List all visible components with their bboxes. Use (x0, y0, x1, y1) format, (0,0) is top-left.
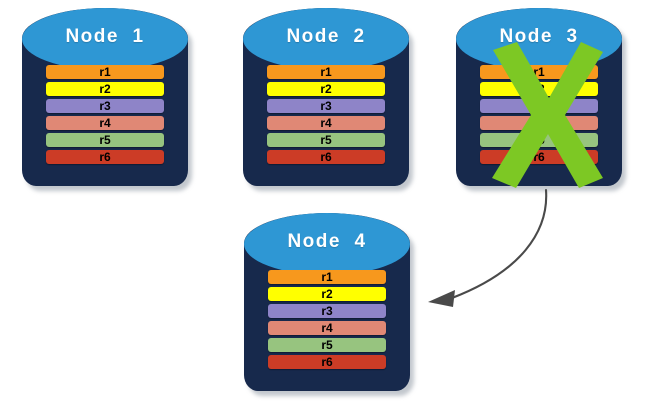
node-2-row-r2[interactable]: r2 (267, 82, 385, 96)
node-1[interactable]: Node 1 r1 r2 r3 r4 r5 r6 (22, 8, 192, 191)
node-2[interactable]: Node 2 r1 r2 r3 r4 r5 r6 (243, 8, 413, 191)
node-3-row-r3[interactable]: r3 (480, 99, 598, 113)
node-3[interactable]: Node 3 r1 r2 r3 r4 r5 r6 (456, 8, 626, 191)
node-4-row-r2[interactable]: r2 (268, 287, 386, 301)
node-2-label: Node 2 (286, 26, 366, 47)
node-4-row-r3[interactable]: r3 (268, 304, 386, 318)
node-3-rows: r1 r2 r3 r4 r5 r6 (456, 65, 622, 164)
node-1-row-r3[interactable]: r3 (46, 99, 164, 113)
node-4-label: Node 4 (287, 231, 367, 252)
node-3-row-r1[interactable]: r1 (480, 65, 598, 79)
node-1-row-r2[interactable]: r2 (46, 82, 164, 96)
node-4[interactable]: Node 4 r1 r2 r3 r4 r5 r6 (244, 213, 414, 396)
node-2-row-r6[interactable]: r6 (267, 150, 385, 164)
arrow-head-icon (428, 290, 455, 307)
node-3-row-r6[interactable]: r6 (480, 150, 598, 164)
node-1-row-r5[interactable]: r5 (46, 133, 164, 147)
node-4-row-r1[interactable]: r1 (268, 270, 386, 284)
node-2-row-r3[interactable]: r3 (267, 99, 385, 113)
node-3-label: Node 3 (499, 26, 579, 47)
node-1-row-r4[interactable]: r4 (46, 116, 164, 130)
node-1-top-ellipse (22, 8, 188, 70)
node-4-rows: r1 r2 r3 r4 r5 r6 (244, 270, 410, 369)
node-2-rows: r1 r2 r3 r4 r5 r6 (243, 65, 409, 164)
node-4-row-r5[interactable]: r5 (268, 338, 386, 352)
node-4-row-r4[interactable]: r4 (268, 321, 386, 335)
node-2-row-r1[interactable]: r1 (267, 65, 385, 79)
node-2-row-r5[interactable]: r5 (267, 133, 385, 147)
node-2-top-ellipse (243, 8, 409, 70)
node-1-row-r1[interactable]: r1 (46, 65, 164, 79)
node-3-row-r2[interactable]: r2 (480, 82, 598, 96)
node-1-rows: r1 r2 r3 r4 r5 r6 (22, 65, 188, 164)
node-1-row-r6[interactable]: r6 (46, 150, 164, 164)
node-3-row-r4[interactable]: r4 (480, 116, 598, 130)
node-2-row-r4[interactable]: r4 (267, 116, 385, 130)
node-3-row-r5[interactable]: r5 (480, 133, 598, 147)
node-1-label: Node 1 (65, 26, 145, 47)
node-4-top-ellipse (244, 213, 410, 275)
node-4-row-r6[interactable]: r6 (268, 355, 386, 369)
